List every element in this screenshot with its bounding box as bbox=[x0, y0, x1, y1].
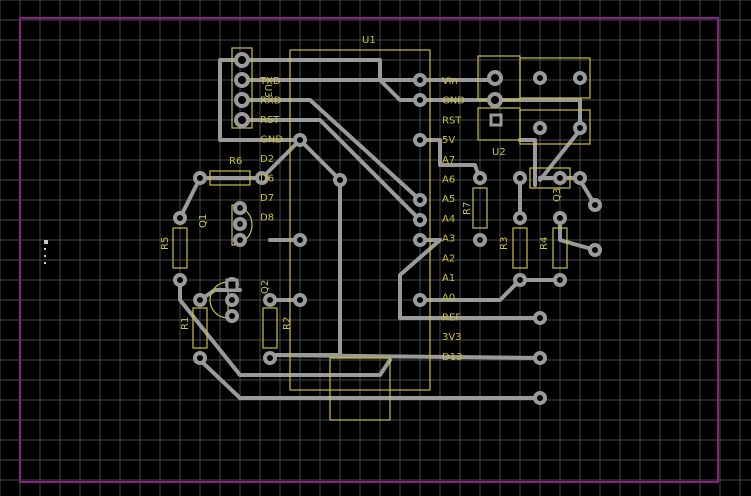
u1-pin-label: RST bbox=[442, 115, 462, 126]
label-u1: U1 bbox=[362, 35, 376, 46]
u1-pin-label: A1 bbox=[442, 273, 455, 284]
u1-pin-label: RXD bbox=[260, 96, 282, 107]
origin-marker bbox=[44, 240, 48, 264]
board-outline bbox=[19, 17, 719, 483]
pad-square-u2 bbox=[489, 113, 503, 127]
label-r7: R7 bbox=[462, 202, 473, 215]
u1-pin-label: A6 bbox=[442, 175, 455, 186]
u1-pin-label: A7 bbox=[442, 155, 455, 166]
u1-pin-label: A5 bbox=[442, 194, 455, 205]
label-r4: R4 bbox=[539, 237, 550, 250]
label-r1: R1 bbox=[180, 317, 191, 330]
label-r6: R6 bbox=[229, 156, 242, 167]
u1-pin-label: A3 bbox=[442, 234, 455, 245]
u1-pin-label: REF bbox=[442, 312, 461, 323]
u1-pin-label: TXD bbox=[259, 76, 281, 87]
u1-pin-label: RST bbox=[260, 115, 280, 126]
pads bbox=[173, 52, 602, 405]
u1-pin-label: A2 bbox=[442, 253, 455, 264]
label-q1: Q1 bbox=[198, 214, 209, 228]
label-q2: Q2 bbox=[260, 280, 271, 294]
u1-pin-label: 3V3 bbox=[442, 332, 462, 343]
label-r2: R2 bbox=[282, 317, 293, 330]
u1-pin-label: GND bbox=[442, 96, 465, 107]
pad-square-q2 bbox=[225, 278, 239, 292]
label-r3: R3 bbox=[499, 237, 510, 250]
label-q3: Q3 bbox=[552, 188, 563, 202]
u1-pin-label: 5V bbox=[442, 135, 455, 146]
u1-pin-label: A0 bbox=[442, 293, 455, 304]
u1-pin-label: D8 bbox=[260, 213, 274, 224]
u1-pin-label: Vin bbox=[442, 76, 458, 87]
u1-pin-label: A4 bbox=[442, 214, 455, 225]
u1-pin-label: D13 bbox=[442, 352, 462, 363]
label-u3: U3 bbox=[262, 84, 273, 98]
u1-pin-label: D2 bbox=[260, 154, 274, 165]
u1-pin-label: D6 bbox=[260, 174, 274, 185]
label-u2: U2 bbox=[492, 147, 506, 158]
designators: U1 U2 R6 R5 R7 R3 R4 R1 R2 Q1 Q2 Q3 U3 bbox=[160, 35, 563, 330]
u1-pin-label: GND bbox=[260, 135, 283, 146]
silkscreen-outlines bbox=[172, 47, 591, 421]
label-r5: R5 bbox=[160, 237, 171, 250]
u1-pin-label: D7 bbox=[260, 193, 274, 204]
